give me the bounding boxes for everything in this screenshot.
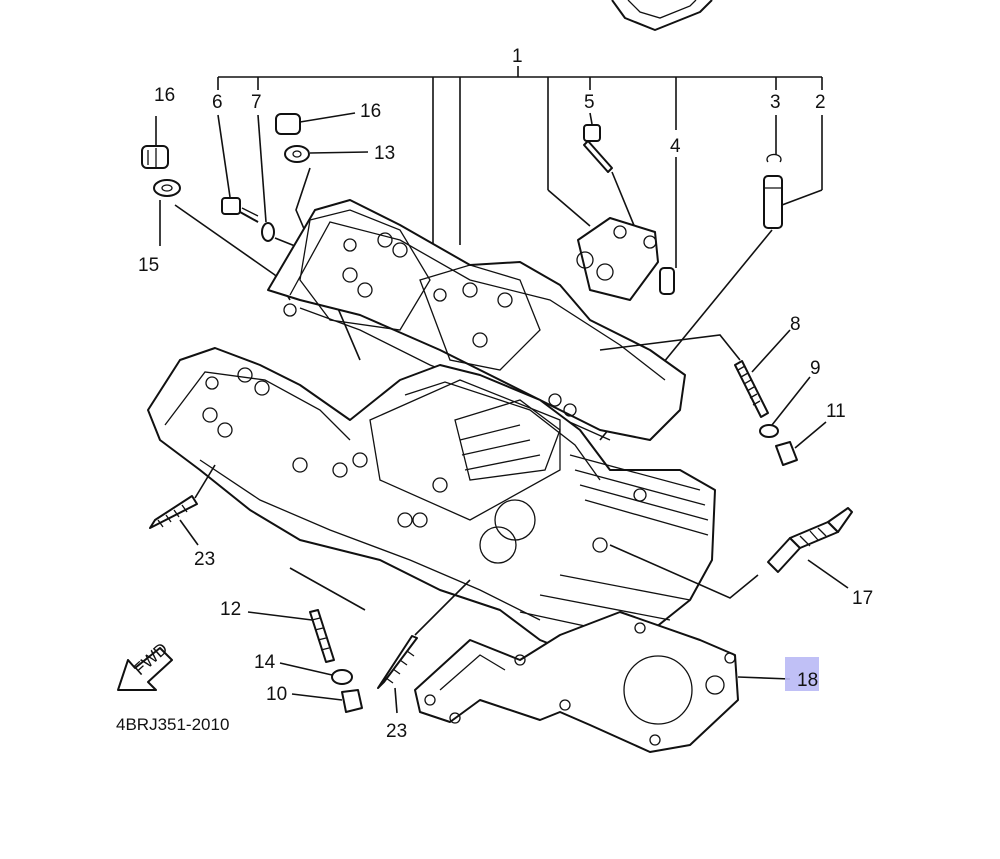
bolt-6 [217,114,259,223]
callout-13: 13 [374,143,395,164]
washer-14 [279,662,353,685]
stud-23-bottom [377,579,471,714]
callout-18: 18 [797,670,818,691]
fwd-arrow-icon: FWD [117,639,173,691]
head-gasket-18 [414,611,739,753]
nut-10 [291,689,363,713]
callout-1: 1 [512,46,523,67]
clip-3 [766,115,782,163]
callout-15: 15 [138,255,159,276]
stud-12 [247,567,366,663]
cap-nut-16-left [141,116,169,169]
cam-cap-4 [547,157,677,301]
callout-7: 7 [251,92,262,113]
callout-17: 17 [852,588,873,609]
callout-8: 8 [790,314,801,335]
callout-2: 2 [815,92,826,113]
callout-6: 6 [212,92,223,113]
callout-23-left: 23 [194,549,215,570]
stud-8 [599,329,791,418]
callout-11: 11 [826,401,846,422]
callout-5: 5 [584,92,595,113]
assembly-bracket [217,66,823,330]
cylinder-head-assembly [147,199,716,661]
highlight-box [785,657,819,691]
callout-9: 9 [810,358,821,379]
callout-4: 4 [670,136,681,157]
top-partial-part [611,0,713,31]
nut-11 [775,421,827,466]
cap-nut-16-mid [275,112,356,135]
spark-plug-17 [609,507,853,599]
stud-23-left [149,464,216,546]
callout-14: 14 [254,652,276,673]
callout-10: 10 [266,684,287,705]
callout-16-mid: 16 [360,101,381,122]
callout-12: 12 [220,599,241,620]
callout-23-bottom: 23 [386,721,407,742]
part-code: 4BRJ351-2010 [116,715,229,734]
callout-16-left: 16 [154,85,175,106]
washer-9 [759,376,811,438]
callout-3: 3 [770,92,781,113]
